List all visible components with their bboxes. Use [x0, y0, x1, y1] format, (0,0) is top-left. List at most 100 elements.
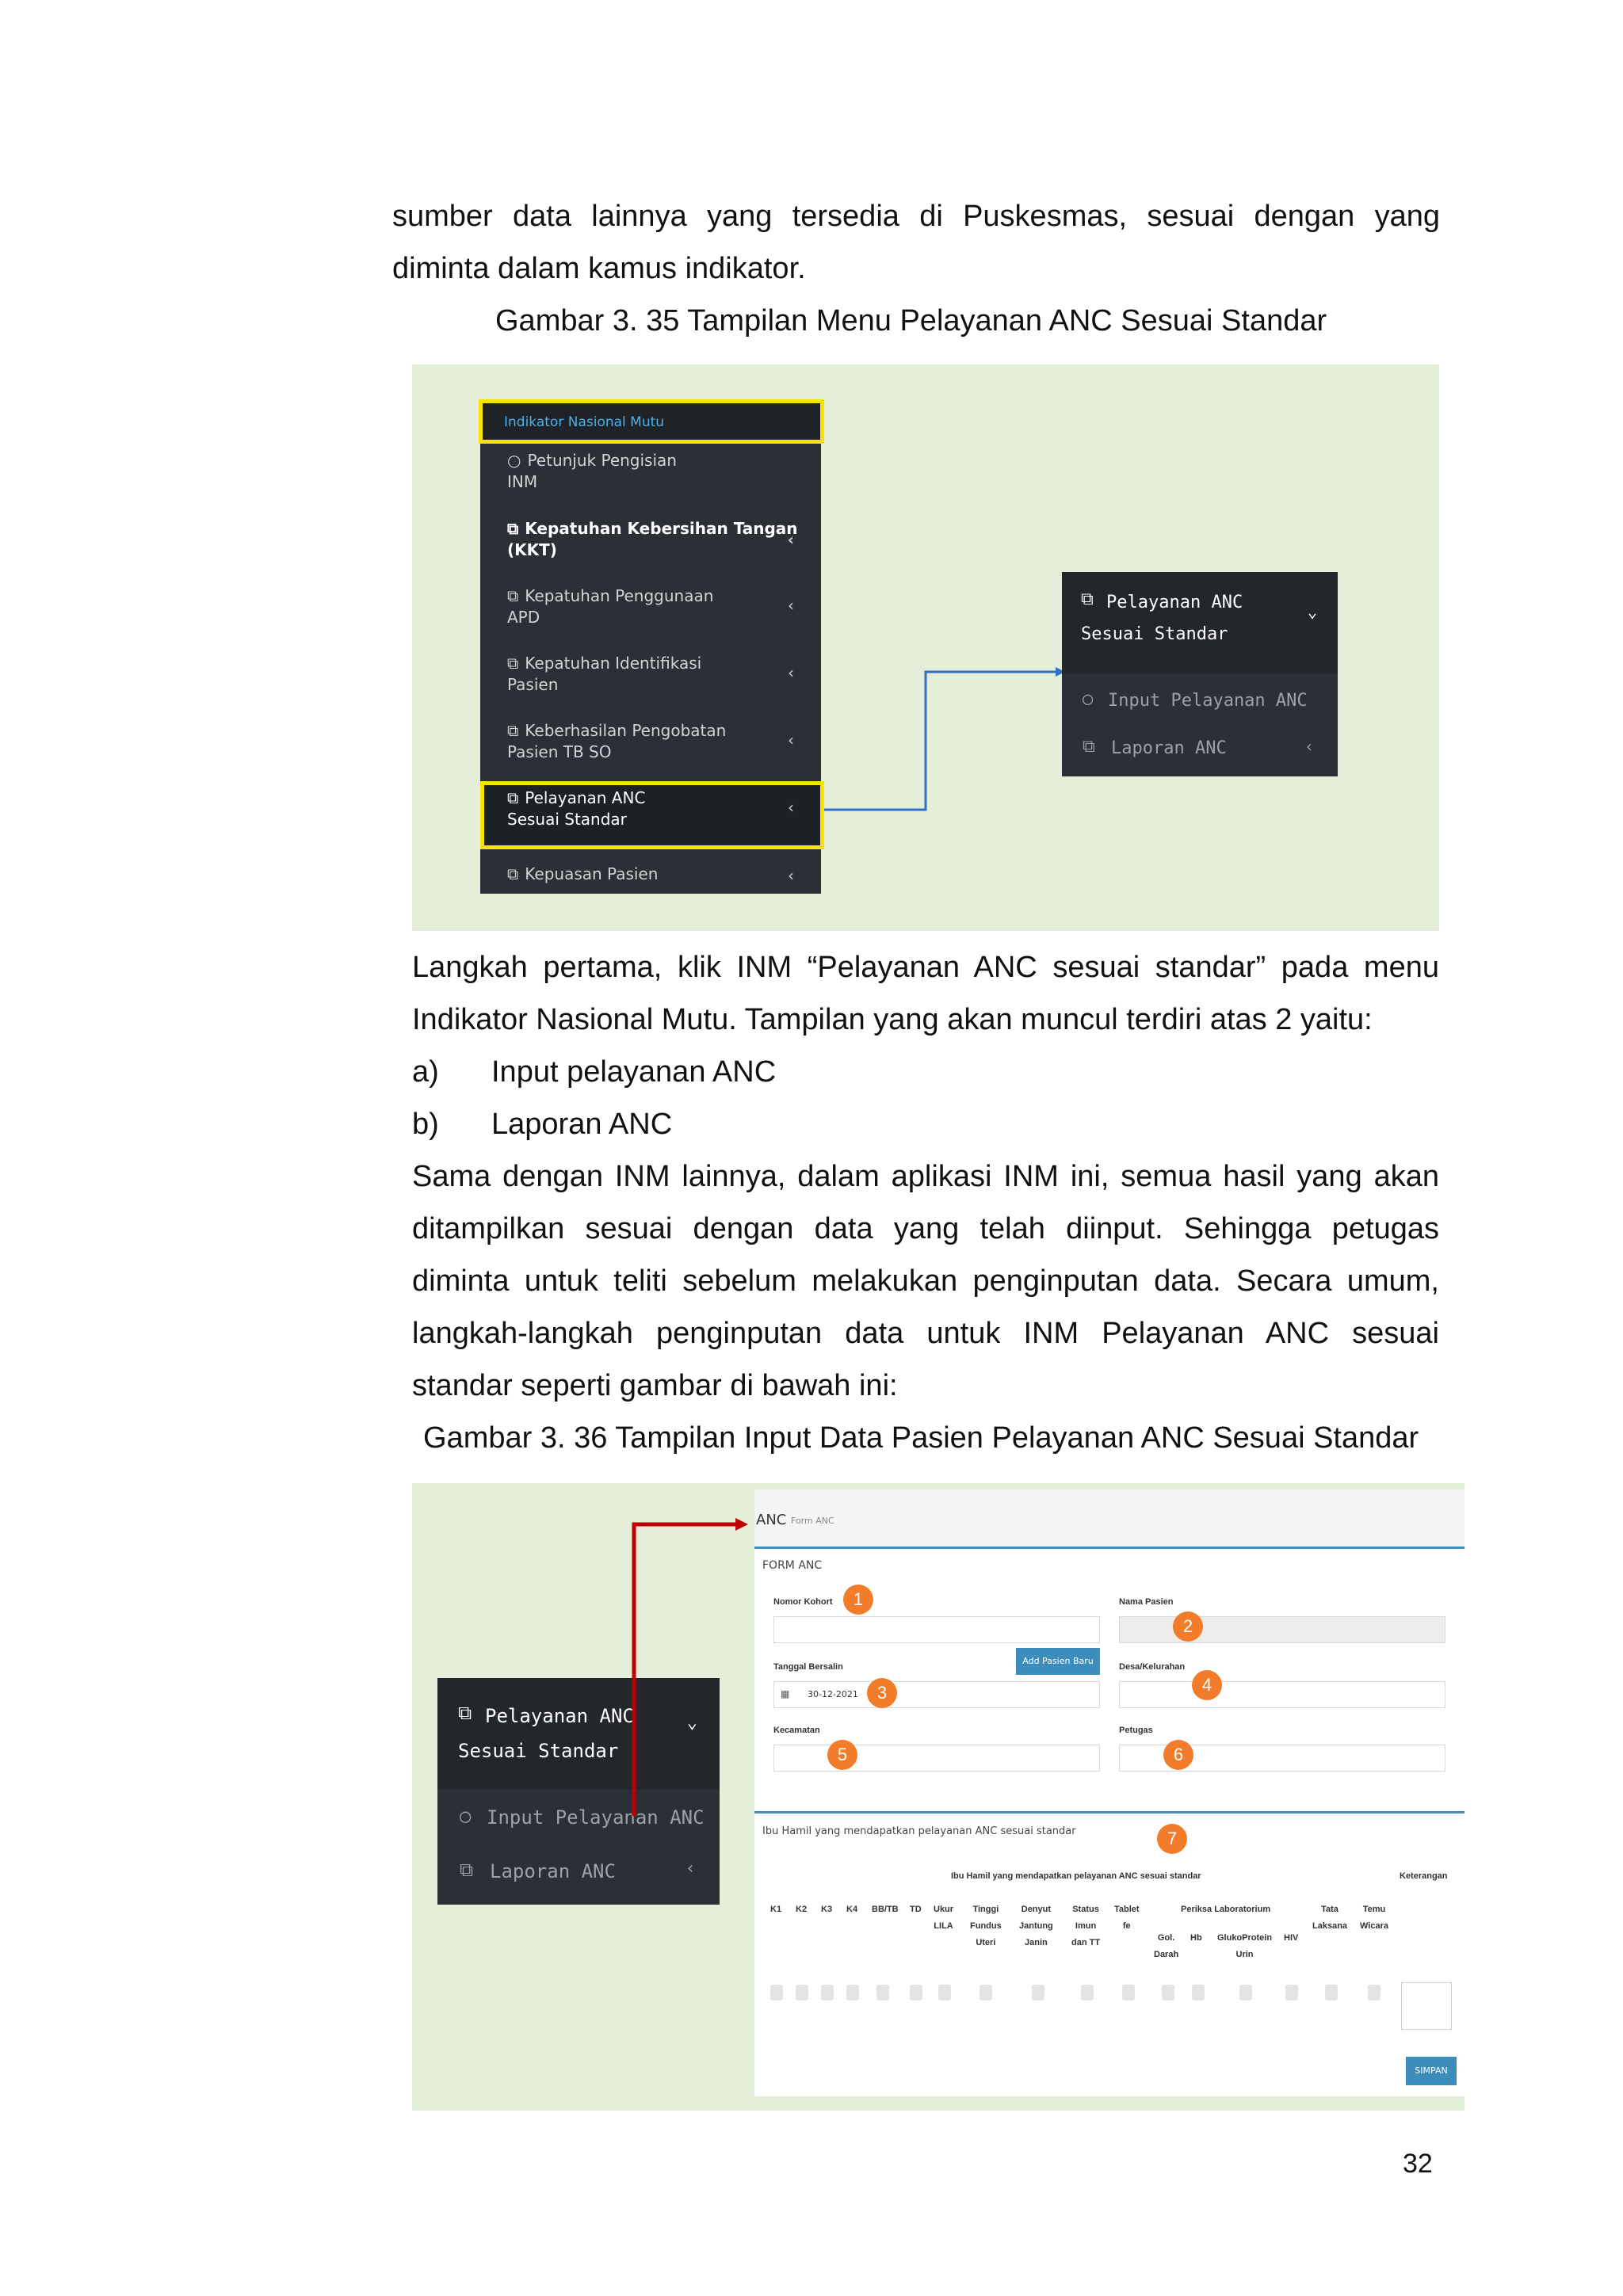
step-marker-7: 7: [1157, 1824, 1187, 1854]
figure-caption-1: Gambar 3. 35 Tampilan Menu Pelayanan ANC…: [495, 304, 1327, 338]
checkbox-denyut[interactable]: [1032, 1985, 1044, 2000]
header-bbtb: BB/TB: [872, 1905, 899, 1914]
menu-item-tb[interactable]: ⧉Keberhasilan Pengobatan Pasien TB SO ‹: [507, 721, 794, 761]
submenu-header-2[interactable]: ⧉ Pelayanan ANC Sesuai Standar ⌄: [437, 1678, 720, 1789]
submenu-item-input-2[interactable]: ○ Input Pelayanan ANC: [460, 1805, 705, 1829]
menu-item-petunjuk[interactable]: ○Petunjuk Pengisian INM: [507, 451, 677, 491]
section-title: FORM ANC: [762, 1559, 823, 1572]
header-keterangan: Keterangan: [1400, 1871, 1448, 1881]
header-k2: K2: [796, 1905, 808, 1914]
list-item-b: Laporan ANC: [491, 1108, 673, 1141]
step-marker-6: 6: [1163, 1740, 1193, 1770]
nomor-kohort-input[interactable]: [773, 1616, 1100, 1643]
desa-input[interactable]: [1119, 1681, 1445, 1708]
tanggal-bersalin-input[interactable]: ▦ 30-12-2021: [773, 1681, 1100, 1708]
highlight-header: [479, 399, 824, 444]
keterangan-textarea[interactable]: [1401, 1982, 1452, 2030]
chevron-left-icon: ‹: [788, 596, 794, 615]
step-marker-2: 2: [1173, 1611, 1203, 1642]
submenu-item-laporan-2[interactable]: ⧉ Laporan ANC ‹: [460, 1859, 696, 1882]
copy-icon: ⧉: [507, 864, 519, 883]
checkbox-k4[interactable]: [846, 1985, 859, 2000]
header-k1: K1: [770, 1905, 782, 1914]
submenu-title-1: Pelayanan ANC: [1106, 593, 1243, 612]
checkbox-k1[interactable]: [770, 1985, 783, 2000]
header-k4: K4: [846, 1905, 858, 1914]
sidebar-menu: Indikator Nasional Mutu ○Petunjuk Pengis…: [480, 401, 821, 894]
table-group-header: Ibu Hamil yang mendapatkan pelayanan ANC…: [951, 1871, 1201, 1881]
highlight-anc: [480, 781, 824, 849]
label-kecamatan: Kecamatan: [773, 1726, 820, 1735]
checkbox-ukur[interactable]: [938, 1985, 951, 2000]
circle-icon: ○: [1083, 689, 1094, 709]
checkbox-tablet[interactable]: [1122, 1985, 1135, 2000]
circle-icon: ○: [507, 451, 521, 470]
checkbox-temu[interactable]: [1368, 1985, 1381, 2000]
copy-icon: ⧉: [507, 721, 519, 740]
submenu-item-laporan[interactable]: ⧉ Laporan ANC ‹: [1083, 737, 1314, 758]
submenu-header[interactable]: ⧉ Pelayanan ANC Sesuai Standar ⌄: [1062, 572, 1338, 673]
copy-icon: ⧉: [507, 788, 519, 807]
copy-icon: ⧉: [458, 1702, 472, 1724]
submenu-anc-2: ⧉ Pelayanan ANC Sesuai Standar ⌄ ○ Input…: [437, 1678, 720, 1905]
nama-pasien-input: [1119, 1616, 1445, 1643]
page-title: ANC: [756, 1512, 787, 1528]
paragraph-1: Langkah pertama, klik INM “Pelayanan ANC…: [412, 951, 1439, 1036]
header-hiv: HIV: [1284, 1933, 1299, 1943]
checkbox-tata[interactable]: [1325, 1985, 1338, 2000]
chevron-down-icon: ⌄: [686, 1713, 697, 1733]
anc-form-panel: ANC Form ANC FORM ANC: [754, 1489, 1465, 2096]
checkbox-gluko[interactable]: [1239, 1985, 1252, 2000]
copy-icon: ⧉: [507, 654, 519, 673]
checkbox-hiv[interactable]: [1285, 1985, 1298, 2000]
checkbox-td[interactable]: [910, 1985, 922, 2000]
list-marker-a: a): [412, 1055, 439, 1089]
header-hb: Hb: [1190, 1933, 1202, 1943]
checkbox-tinggi[interactable]: [980, 1985, 992, 2000]
chevron-down-icon: ⌄: [1307, 602, 1317, 621]
header-k3: K3: [821, 1905, 833, 1914]
red-arrow: [632, 1518, 748, 1816]
step-marker-4: 4: [1192, 1670, 1222, 1700]
list-item-a: Input pelayanan ANC: [491, 1055, 777, 1089]
page-number: 32: [1403, 2149, 1433, 2179]
menu-item-kkt[interactable]: ⧉Kepatuhan Kebersihan Tangan (KKT) ‹: [507, 519, 798, 559]
copy-icon: ⧉: [1083, 737, 1095, 757]
menu-item-identifikasi[interactable]: ⧉Kepatuhan Identifikasi Pasien ‹: [507, 654, 794, 694]
page-subtitle: Form ANC: [791, 1516, 834, 1526]
paragraph-2: Sama dengan INM lainnya, dalam aplikasi …: [412, 1160, 1439, 1402]
checkbox-k3[interactable]: [821, 1985, 834, 2000]
chevron-left-icon: ‹: [788, 798, 794, 817]
section2-title: Ibu Hamil yang mendapatkan pelayanan ANC…: [762, 1825, 1076, 1837]
submenu-title-2: Sesuai Standar: [1081, 624, 1228, 644]
chevron-left-icon: ‹: [788, 663, 794, 682]
checkbox-bbtb[interactable]: [876, 1985, 889, 2000]
page-header: ANC Form ANC: [754, 1489, 1465, 1547]
chevron-left-icon: ‹: [685, 1859, 696, 1878]
checkbox-k2[interactable]: [796, 1985, 808, 2000]
chevron-left-icon: ‹: [1304, 737, 1314, 756]
checkbox-status[interactable]: [1081, 1985, 1094, 2000]
label-nama-pasien: Nama Pasien: [1119, 1597, 1174, 1607]
intro-paragraph: sumber data lainnya yang tersedia di Pus…: [392, 200, 1440, 285]
checkbox-gol[interactable]: [1162, 1985, 1174, 2000]
label-desa: Desa/Kelurahan: [1119, 1662, 1186, 1672]
submenu-item-input[interactable]: ○ Input Pelayanan ANC: [1083, 689, 1308, 711]
simpan-button[interactable]: SIMPAN: [1406, 2057, 1457, 2085]
list-marker-b: b): [412, 1108, 439, 1141]
connector-arrow: [824, 667, 1065, 811]
add-pasien-button[interactable]: Add Pasien Baru: [1016, 1648, 1100, 1675]
menu-item-kepuasan[interactable]: ⧉Kepuasan Pasien ‹: [507, 864, 794, 885]
copy-icon: ⧉: [507, 519, 519, 538]
kecamatan-input[interactable]: [773, 1745, 1100, 1772]
checkbox-hb[interactable]: [1192, 1985, 1205, 2000]
tanggal-value: 30-12-2021: [808, 1689, 858, 1699]
menu-item-apd[interactable]: ⧉Kepatuhan Penggunaan APD ‹: [507, 586, 794, 627]
menu-item-anc[interactable]: ⧉Pelayanan ANC Sesuai Standar ‹: [480, 783, 821, 849]
